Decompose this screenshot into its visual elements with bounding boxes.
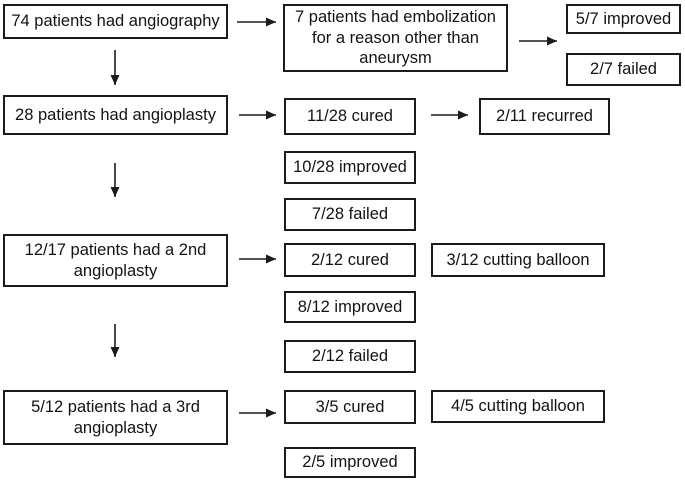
node-angioplasty3: 5/12 patients had a 3rd angioplasty <box>3 390 228 445</box>
node-embolization-failed: 2/7 failed <box>566 53 681 86</box>
node-angioplasty1-improved: 10/28 improved <box>284 151 416 184</box>
node-angioplasty3-cutting-balloon: 4/5 cutting balloon <box>431 390 605 423</box>
node-embolization: 7 patients had embolization for a reason… <box>283 4 508 72</box>
node-angiography: 74 patients had angiography <box>3 4 228 39</box>
node-angioplasty2-cured: 2/12 cured <box>284 243 416 277</box>
node-recurred: 2/11 recurred <box>479 98 610 135</box>
node-angioplasty3-cured: 3/5 cured <box>284 390 416 424</box>
node-angioplasty2-failed: 2/12 failed <box>284 340 416 373</box>
node-angioplasty2-improved: 8/12 improved <box>284 291 416 323</box>
node-angioplasty1-failed: 7/28 failed <box>284 198 416 231</box>
node-embolization-improved: 5/7 improved <box>566 4 681 34</box>
node-angioplasty1-cured: 11/28 cured <box>284 98 416 135</box>
node-angioplasty3-improved: 2/5 improved <box>284 447 416 478</box>
node-angioplasty2: 12/17 patients had a 2nd angioplasty <box>3 234 228 287</box>
node-angioplasty2-cutting-balloon: 3/12 cutting balloon <box>431 243 605 277</box>
node-angioplasty1: 28 patients had angioplasty <box>3 95 228 135</box>
